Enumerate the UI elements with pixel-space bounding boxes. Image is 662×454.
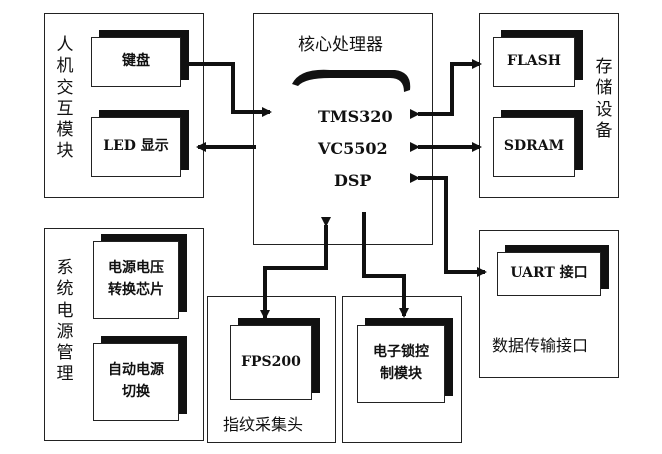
power-converter-label: 电源电压转换芯片 — [93, 241, 179, 319]
power-switch-label: 自动电源切换 — [93, 343, 179, 421]
arrow-core-flash — [410, 59, 482, 119]
flash-label: FLASH — [493, 37, 575, 87]
lock-module-box: 电子锁控制模块 — [357, 318, 453, 403]
keyboard-box: 键盘 — [91, 30, 189, 87]
chip-curve — [292, 69, 411, 92]
led-label: LED 显示 — [91, 117, 181, 177]
hmi-group-label: 人机交互模块 — [56, 35, 74, 162]
chip-line-3: DSP — [334, 171, 372, 190]
power-converter-box: 电源电压转换芯片 — [93, 234, 187, 319]
sdram-box: SDRAM — [493, 110, 583, 177]
arrow-core-to-lock — [362, 212, 409, 318]
led-box: LED 显示 — [91, 110, 189, 177]
flash-box: FLASH — [493, 30, 583, 87]
power-switch-box: 自动电源切换 — [93, 336, 187, 421]
arrow-core-fps200 — [260, 217, 331, 320]
fingerprint-caption: 指纹采集头 — [223, 415, 304, 434]
fps200-box: FPS200 — [230, 318, 320, 400]
chip-line-2: VC5502 — [318, 139, 388, 158]
arrow-keyboard-to-core — [182, 62, 272, 117]
core-processor-box — [253, 13, 433, 245]
lock-module-label: 电子锁控制模块 — [357, 325, 445, 403]
comm-caption: 数据传输接口 — [492, 336, 589, 355]
storage-group-label: 存储设备 — [595, 57, 613, 141]
sdram-label: SDRAM — [493, 117, 575, 177]
fps200-label: FPS200 — [230, 325, 312, 400]
keyboard-label: 键盘 — [91, 37, 181, 87]
core-title: 核心处理器 — [298, 35, 383, 55]
uart-label: UART 接口 — [497, 252, 601, 296]
arrow-core-uart — [410, 173, 487, 277]
chip-line-1: TMS320 — [318, 107, 393, 126]
power-group-label: 系统电源管理 — [56, 258, 74, 385]
uart-box: UART 接口 — [497, 245, 609, 296]
